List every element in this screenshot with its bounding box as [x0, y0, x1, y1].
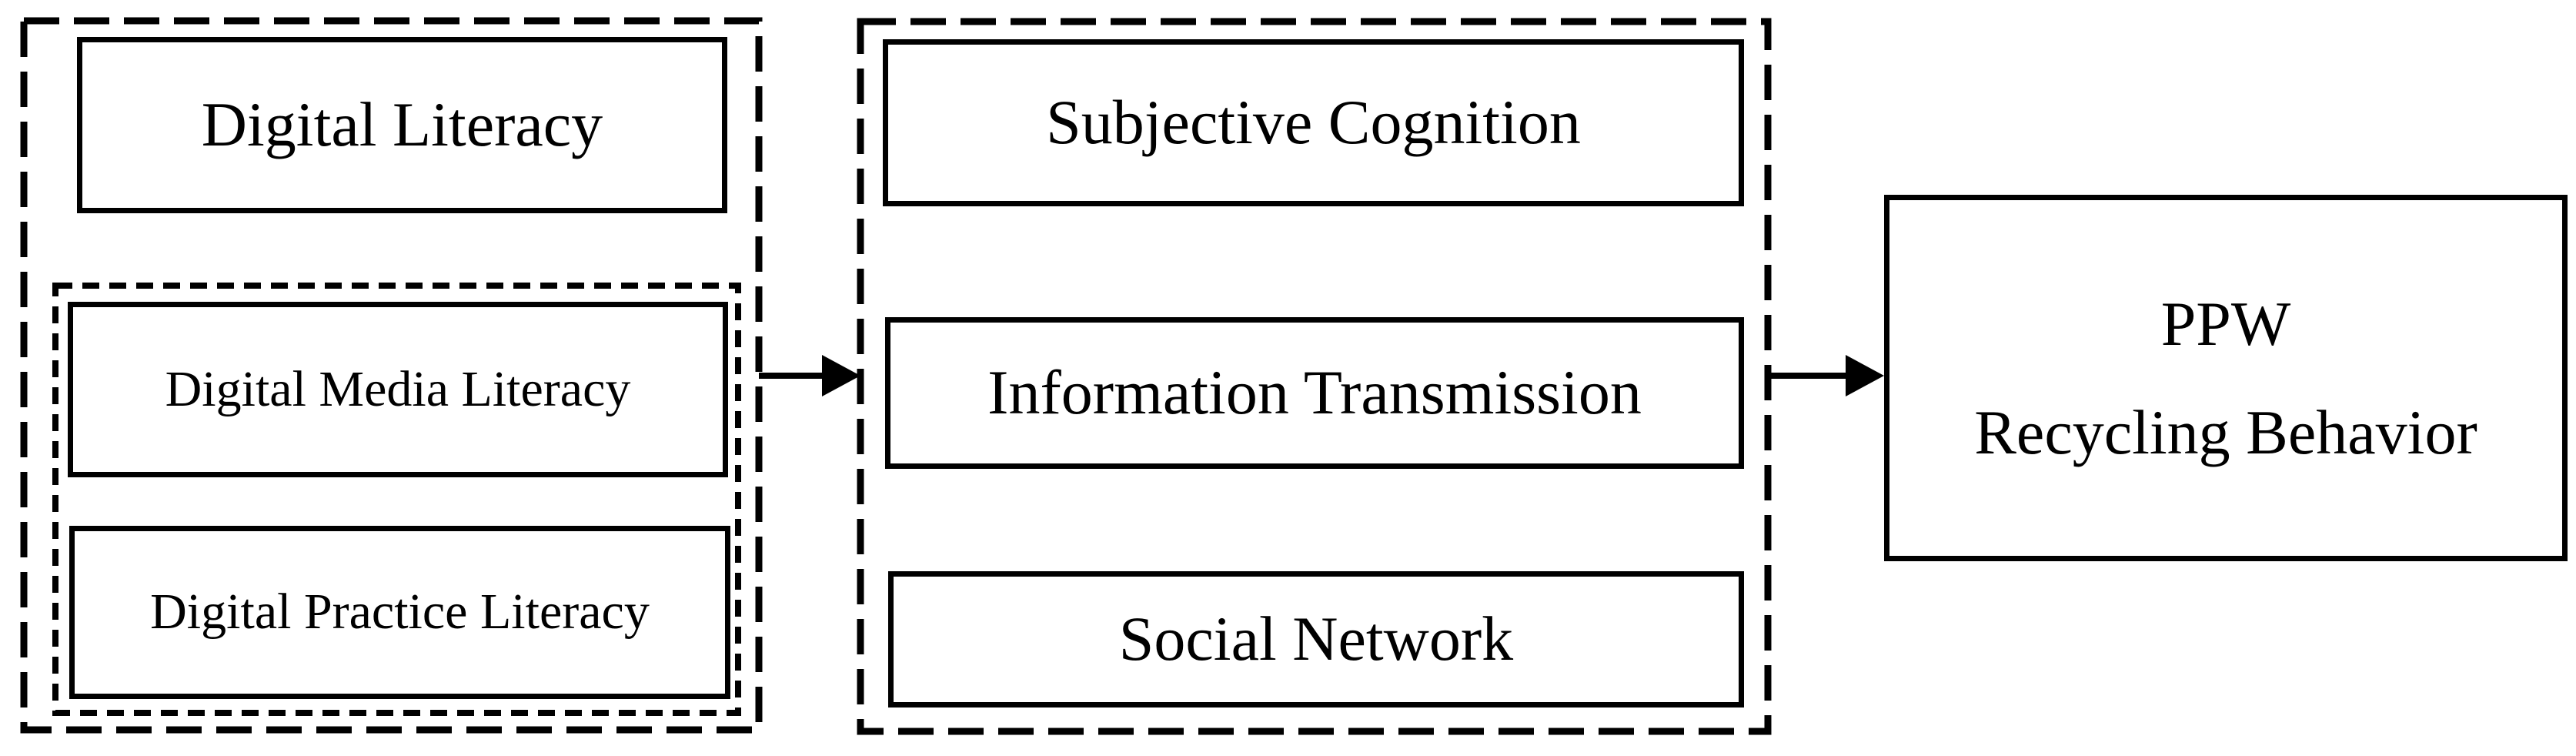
digital-media-literacy-label: Digital Media Literacy [165, 360, 631, 417]
social-network-box: Social Network [888, 571, 1744, 707]
social-network-label: Social Network [1118, 604, 1514, 674]
information-transmission-label: Information Transmission [987, 357, 1642, 428]
digital-practice-literacy-label: Digital Practice Literacy [150, 584, 650, 641]
digital-literacy-label: Digital Literacy [201, 89, 603, 160]
digital-literacy-box: Digital Literacy [77, 37, 727, 213]
recycling-behavior-label: Recycling Behavior [1974, 397, 2477, 467]
arrow-digital-literacy-to-mediators [759, 355, 860, 396]
arrow-mediators-to-recycling-behavior [1768, 355, 1884, 396]
arrowhead-right-icon [822, 355, 860, 396]
ppw-recycling-behavior-box: PPW Recycling Behavior [1884, 195, 2568, 561]
information-transmission-box: Information Transmission [885, 317, 1744, 469]
subjective-cognition-label: Subjective Cognition [1046, 87, 1581, 158]
arrowhead-right-icon [1846, 355, 1884, 396]
digital-practice-literacy-box: Digital Practice Literacy [69, 526, 730, 699]
subjective-cognition-box: Subjective Cognition [883, 39, 1744, 206]
digital-media-literacy-box: Digital Media Literacy [68, 302, 728, 477]
ppw-label: PPW [2160, 288, 2291, 359]
left-group-dashed-border [20, 17, 763, 734]
left-subgroup-dashed-border [52, 283, 741, 716]
